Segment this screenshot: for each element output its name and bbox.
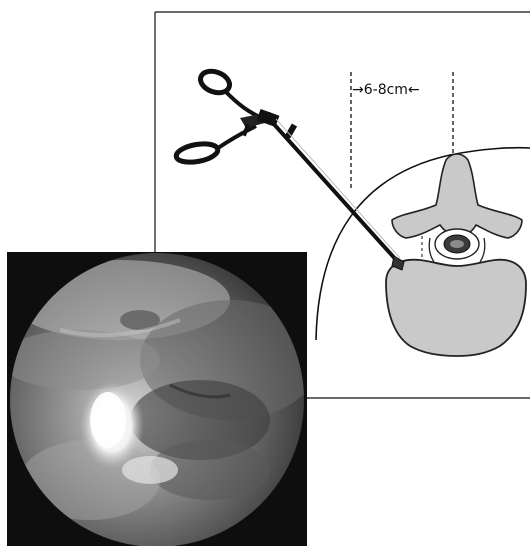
vertebral-body [386,260,526,356]
vertebra [386,154,526,356]
distance-label: →6-8cm← [352,82,420,98]
endoscopic-view [0,252,320,546]
forceps-ring-lower [175,141,219,165]
forceps-shaft [272,122,398,262]
vertebra-posterior-arch [392,154,522,238]
